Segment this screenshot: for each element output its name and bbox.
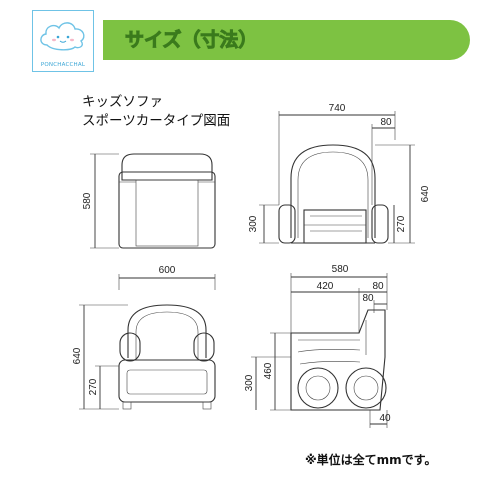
dim-600: 600 — [118, 265, 216, 290]
brand-logo: PONCHACCHAL — [32, 10, 94, 72]
product-name-line-1: キッズソファ — [82, 94, 163, 110]
dim-580-side-label: 580 — [332, 264, 349, 275]
dim-460: 460 — [263, 332, 291, 411]
dim-300-front: 300 — [248, 204, 279, 244]
dim-600-label: 600 — [159, 265, 176, 276]
dim-270-back: 270 — [88, 365, 119, 409]
dim-300-side-label: 300 — [244, 374, 255, 391]
dim-80-top: 80 — [371, 117, 395, 205]
product-name-line-2: スポーツカータイプ図面 — [82, 113, 231, 129]
top-view — [118, 153, 216, 249]
dim-640-back-label: 640 — [72, 347, 83, 364]
dim-460-label: 460 — [263, 362, 274, 379]
logo-text: PONCHACCHAL — [40, 62, 86, 68]
dim-80-side-b-label: 80 — [362, 293, 374, 304]
dim-580-left: 580 — [82, 153, 119, 249]
dim-270-back-label: 270 — [88, 378, 99, 395]
front-view — [278, 144, 389, 244]
unit-note: ※単位は全てmmです。 — [305, 453, 437, 467]
back-view — [118, 304, 216, 410]
dim-640-right: 640 — [375, 144, 431, 244]
cloud-icon — [40, 22, 85, 51]
dim-300-front-label: 300 — [248, 215, 259, 232]
dim-80-side-b: 80 — [362, 293, 387, 313]
dim-300-side: 300 — [244, 356, 291, 410]
dim-80-side-a-label: 80 — [372, 281, 384, 292]
dim-740-label: 740 — [329, 103, 346, 114]
dim-420-label: 420 — [317, 281, 334, 292]
banner-title: サイズ（寸法） — [124, 29, 258, 52]
dim-80-top-label: 80 — [380, 117, 392, 128]
dim-420: 420 — [291, 281, 360, 333]
dim-640-right-label: 640 — [420, 185, 431, 202]
dim-740: 740 — [278, 103, 396, 205]
dim-40-label: 40 — [379, 413, 391, 424]
dim-640-back: 640 — [72, 304, 128, 410]
side-view — [290, 309, 387, 411]
product-name: キッズソファ スポーツカータイプ図面 — [82, 93, 230, 131]
dim-580-left-label: 580 — [82, 192, 93, 209]
dim-270-front: 270 — [393, 205, 407, 243]
title-banner: サイズ（寸法） — [103, 20, 470, 60]
dim-80-side-a: 80 — [359, 281, 387, 293]
dim-270-front-label: 270 — [396, 215, 407, 232]
dim-40: 40 — [369, 410, 391, 428]
